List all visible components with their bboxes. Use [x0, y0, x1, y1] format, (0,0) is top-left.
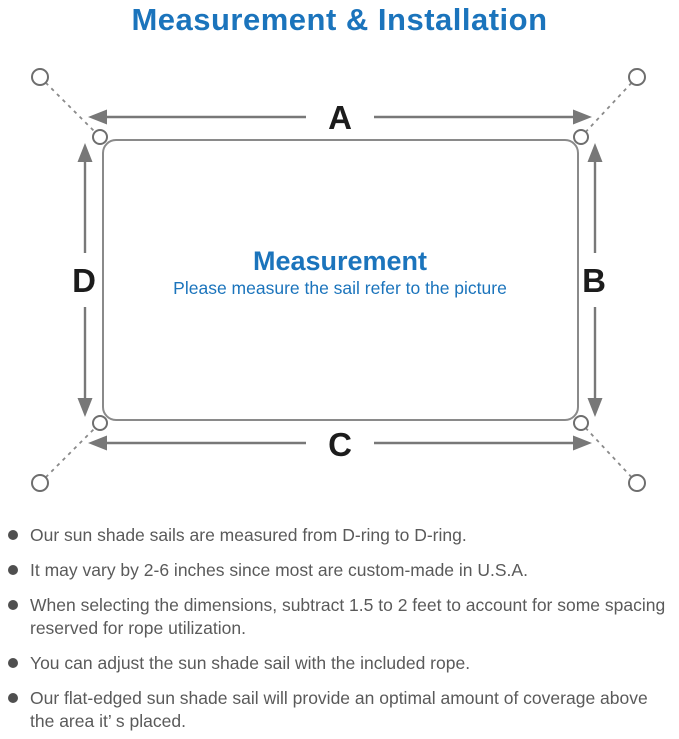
arrowhead-down-icon [77, 398, 93, 417]
rope-line-bottom-left [39, 422, 101, 484]
note-item: When selecting the dimensions, subtract … [8, 594, 675, 640]
note-text: It may vary by 2-6 inches since most are… [30, 560, 528, 580]
arrowhead-down-icon [587, 398, 603, 417]
page-title: Measurement & Installation [131, 2, 548, 37]
d-ring-icon [573, 415, 589, 431]
anchor-point-icon [31, 68, 49, 86]
diagram-center-subtitle: Please measure the sail refer to the pic… [173, 278, 507, 298]
arrow-heads [77, 109, 603, 451]
bullet-icon [8, 600, 18, 610]
notes-list: Our sun shade sails are measured from D-… [8, 524, 675, 739]
arrowhead-up-icon [587, 143, 603, 162]
note-item: Our flat-edged sun shade sail will provi… [8, 687, 675, 733]
dimension-label-c: C [328, 426, 352, 463]
anchor-points [31, 68, 646, 492]
sail-outline [102, 139, 579, 421]
bullet-icon [8, 693, 18, 703]
bullet-icon [8, 565, 18, 575]
diagram-center-title: Measurement [253, 246, 427, 276]
dimension-label-a: A [328, 99, 352, 136]
arrowhead-left-icon [88, 435, 107, 451]
arrowhead-right-icon [573, 435, 592, 451]
dimension-arrows [83, 115, 597, 445]
note-text: Our flat-edged sun shade sail will provi… [30, 688, 648, 731]
arrowhead-left-icon [88, 109, 107, 125]
rope-line-top-right [580, 76, 638, 138]
arrowhead-right-icon [573, 109, 592, 125]
d-ring-icon [92, 415, 108, 431]
arrowhead-up-icon [77, 143, 93, 162]
d-ring-icon [92, 129, 108, 145]
note-text: When selecting the dimensions, subtract … [30, 595, 666, 638]
note-text: You can adjust the sun shade sail with t… [30, 653, 471, 673]
dimension-label-d: D [72, 262, 96, 299]
bullet-icon [8, 658, 18, 668]
rope-line-bottom-right [580, 422, 638, 484]
anchor-point-icon [31, 474, 49, 492]
bullet-icon [8, 530, 18, 540]
anchor-point-icon [628, 68, 646, 86]
dimension-label-b: B [582, 262, 606, 299]
rope-line-top-left [39, 76, 101, 138]
note-item: It may vary by 2-6 inches since most are… [8, 559, 675, 582]
d-ring-icon [573, 129, 589, 145]
measurement-diagram: A B C D Measurement Please measure the s… [31, 68, 646, 492]
note-item: Our sun shade sails are measured from D-… [8, 524, 675, 547]
note-text: Our sun shade sails are measured from D-… [30, 525, 467, 545]
rope-lines [39, 76, 638, 484]
note-item: You can adjust the sun shade sail with t… [8, 652, 675, 675]
d-rings [92, 129, 589, 431]
anchor-point-icon [628, 474, 646, 492]
